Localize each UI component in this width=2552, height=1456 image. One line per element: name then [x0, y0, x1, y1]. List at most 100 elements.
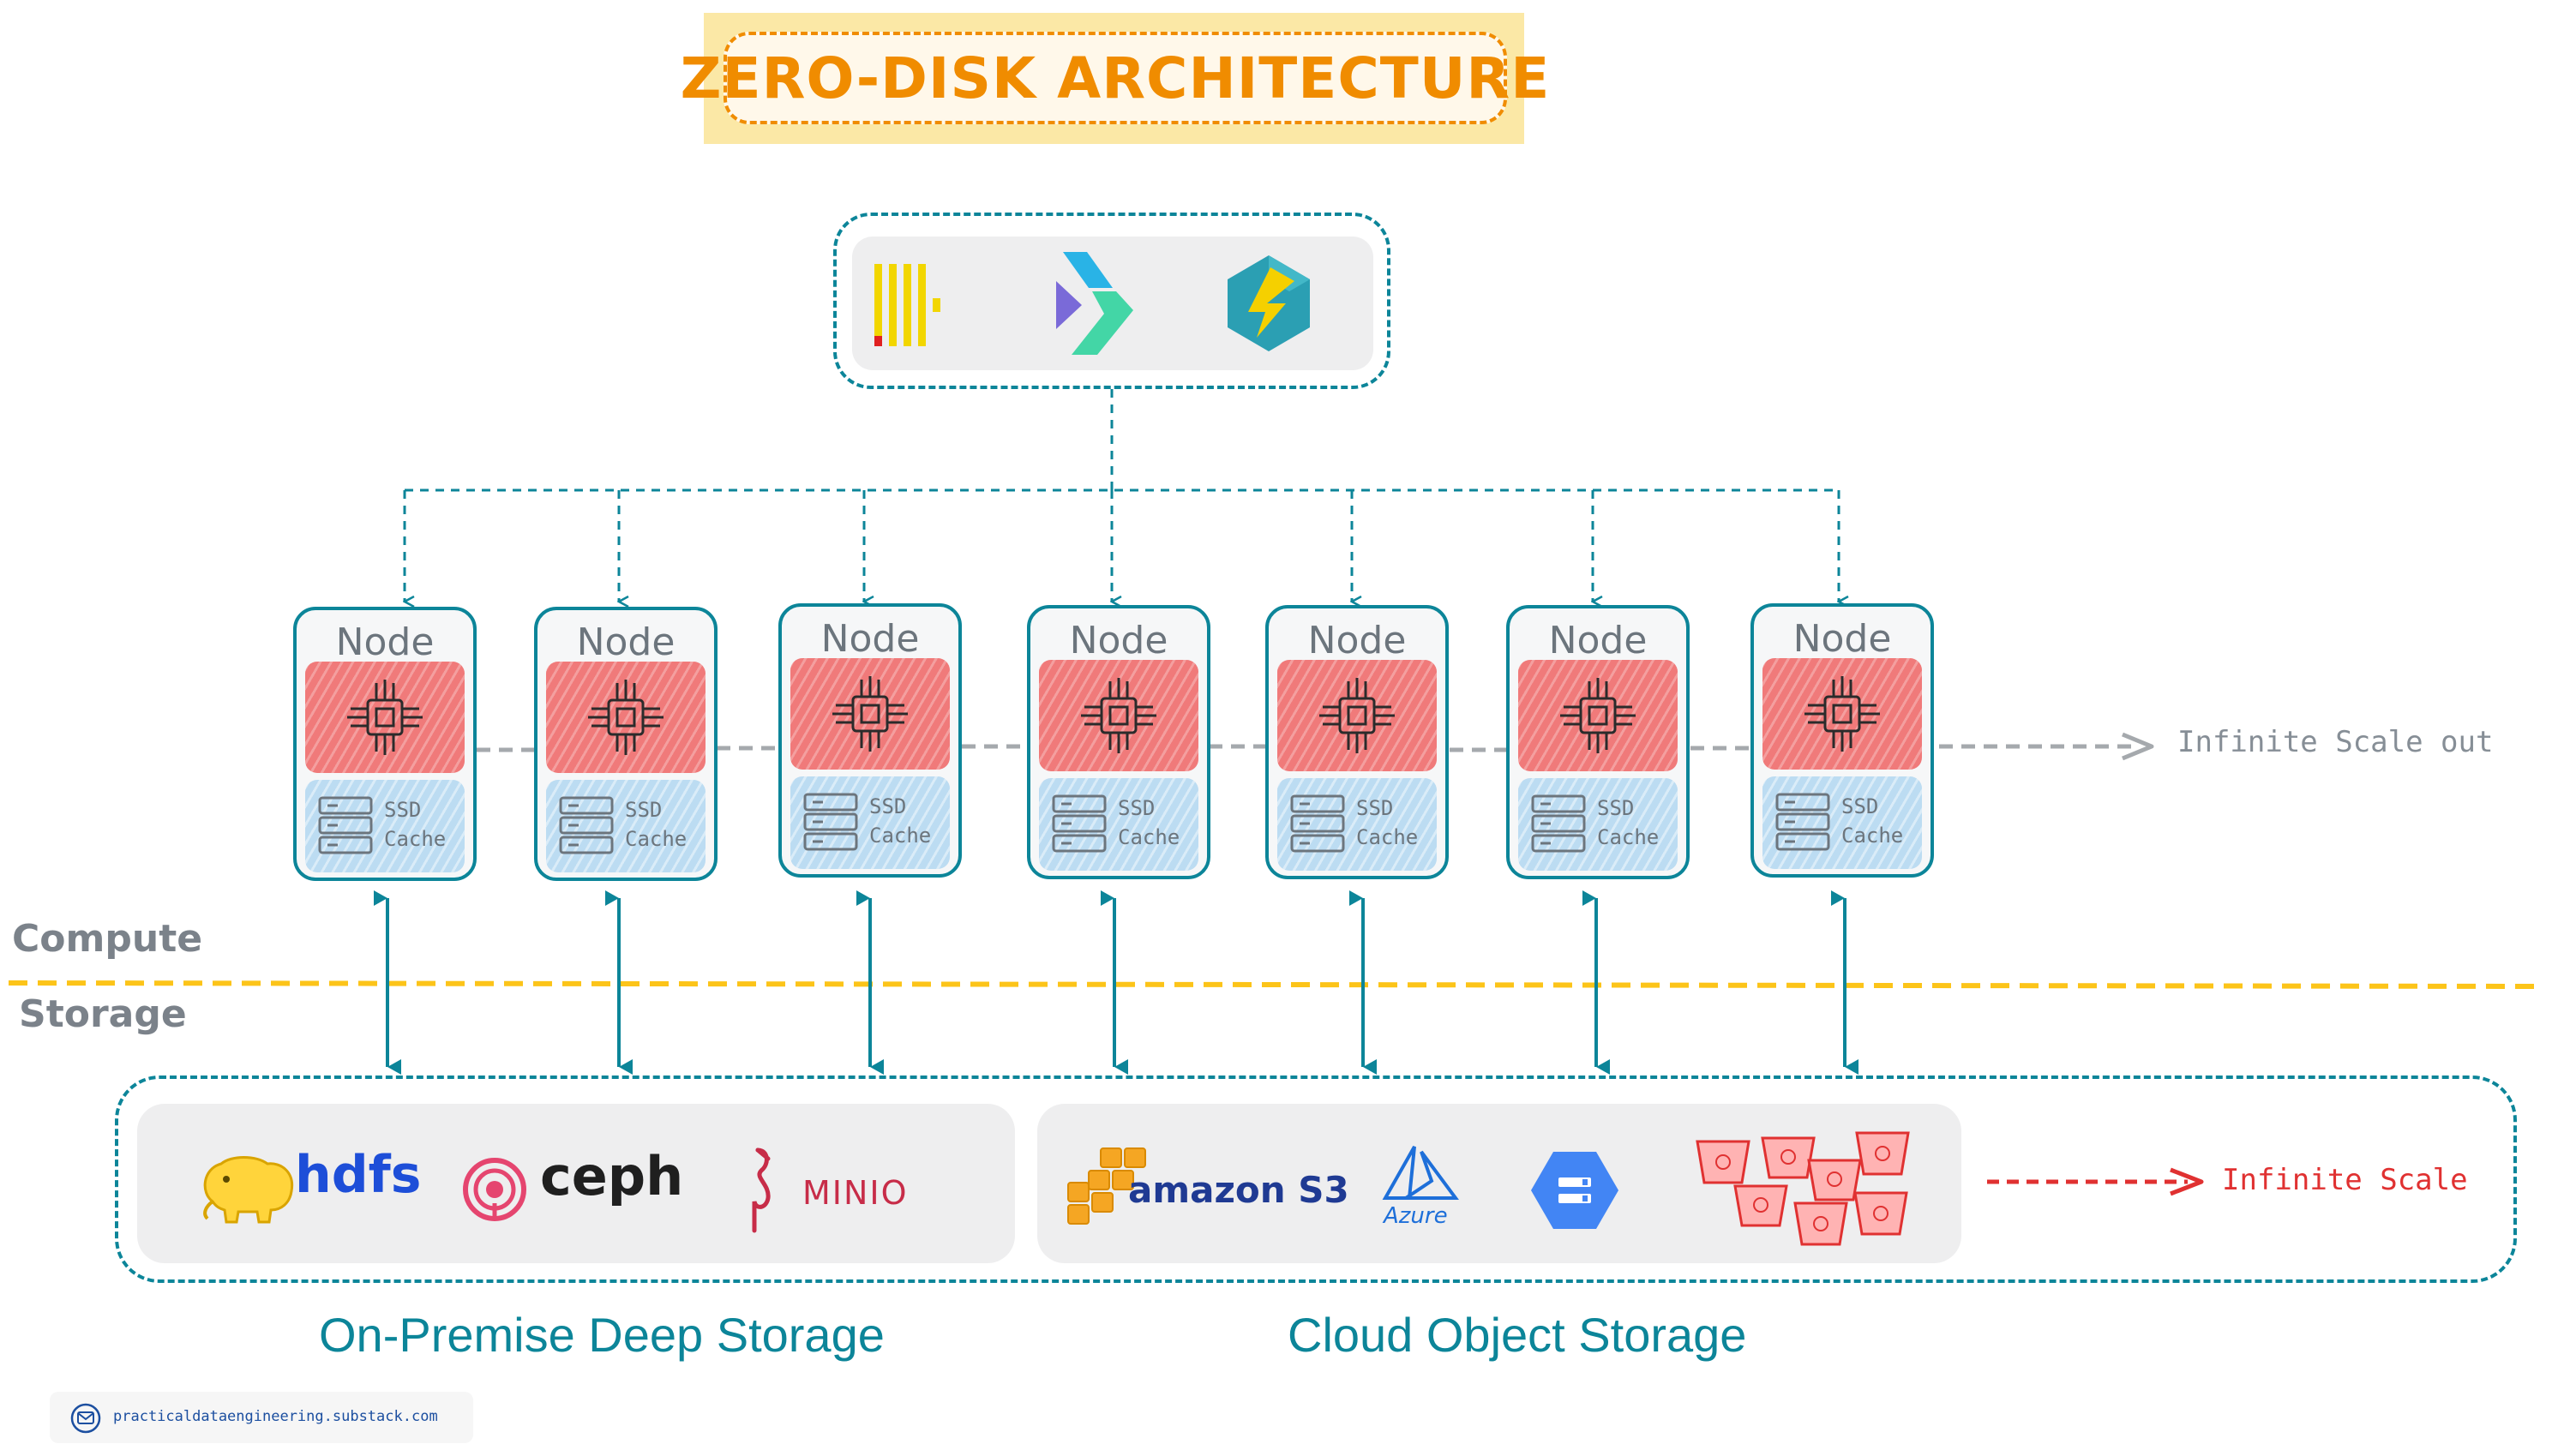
clickhouse-icon [874, 264, 940, 346]
buckets-cluster-icon [1696, 1131, 1910, 1246]
node-storage-arrows [374, 890, 1858, 1075]
google-cloud-storage-icon [1531, 1152, 1618, 1229]
compute-layer-label: Compute [12, 917, 203, 961]
minio-logo-text: MINIO [802, 1174, 909, 1212]
cpu-chip-icon [347, 680, 423, 755]
cpu-chip-icon [832, 676, 908, 752]
page-title: ZERO-DISK ARCHITECTURE [680, 45, 1551, 111]
node-label: Node [1548, 619, 1648, 662]
server-stack-icon [1775, 793, 1830, 851]
server-stack-icon [1290, 794, 1345, 853]
infinite-scale-arrow [1987, 1167, 2204, 1196]
infinite-scale-out-label: Infinite Scale out [2177, 725, 2494, 759]
cache-label: Cache [1356, 825, 1419, 849]
node-label: Node [576, 620, 676, 664]
ssd-cache-block: SSD Cache [1518, 778, 1678, 871]
ssd-cache-block: SSD Cache [1039, 778, 1198, 871]
ssd-cache-block: SSD Cache [1762, 776, 1922, 869]
cpu-block [1039, 660, 1198, 771]
ssd-label: SSD [625, 798, 663, 822]
cpu-block [1277, 660, 1437, 771]
storage-layer-label: Storage [19, 992, 187, 1036]
title-banner: ZERO-DISK ARCHITECTURE [681, 13, 1549, 144]
server-stack-icon [803, 793, 858, 851]
cpu-block [790, 658, 950, 770]
cache-label: Cache [625, 827, 688, 851]
azure-icon [1382, 1146, 1459, 1200]
ssd-cache-text: SSD Cache [1118, 794, 1180, 852]
node-label: Node [1307, 619, 1407, 662]
node-label: Node [1792, 617, 1892, 661]
cache-label: Cache [1597, 825, 1660, 849]
amazon-s3-logo-text: amazon S3 [1128, 1169, 1349, 1211]
storage-group [115, 1076, 2517, 1283]
server-stack-icon [1531, 794, 1586, 853]
node-label: Node [820, 617, 920, 661]
ssd-cache-block: SSD Cache [305, 780, 465, 872]
cache-label: Cache [384, 827, 447, 851]
hdfs-logo-text: hdfs [295, 1145, 422, 1205]
cpu-block [1518, 660, 1678, 771]
ssd-cache-block: SSD Cache [546, 780, 706, 872]
cpu-block [305, 662, 465, 773]
minio-flamingo-icon [752, 1147, 771, 1233]
infinite-scale-label: Infinite Scale [2222, 1163, 2468, 1197]
title-frame: ZERO-DISK ARCHITECTURE [681, 32, 1549, 124]
ssd-cache-text: SSD Cache [1841, 792, 1903, 850]
cpu-chip-icon [1560, 678, 1636, 753]
cpu-chip-icon [588, 680, 664, 755]
cpu-chip-icon [1804, 676, 1880, 752]
hdfs-elephant-icon [203, 1156, 294, 1224]
ceph-logo-text: ceph [540, 1145, 684, 1207]
query-engines-group [833, 213, 1390, 389]
server-stack-icon [1052, 794, 1107, 853]
server-stack-icon [559, 796, 614, 854]
cache-label: Cache [1118, 825, 1180, 849]
footer: practicaldataengineering.substack.com [50, 1392, 473, 1443]
ssd-cache-block: SSD Cache [790, 776, 950, 869]
ssd-label: SSD [1356, 796, 1394, 820]
compute-storage-divider [8, 980, 2545, 989]
ssd-label: SSD [869, 794, 907, 818]
bus-drops [405, 490, 1839, 602]
aws-cubes-icon [1067, 1147, 1146, 1225]
ssd-cache-text: SSD Cache [1597, 794, 1659, 852]
ssd-label: SSD [1841, 794, 1879, 818]
hexagon-engine-icon [1228, 255, 1310, 351]
query-engines-panel [852, 237, 1373, 370]
engine-bus [405, 389, 1839, 492]
ssd-cache-text: SSD Cache [1356, 794, 1418, 852]
ceph-icon [463, 1158, 526, 1221]
cpu-chip-icon [1319, 678, 1395, 753]
mail-icon[interactable] [70, 1403, 101, 1434]
ssd-cache-block: SSD Cache [1277, 778, 1437, 871]
ssd-cache-text: SSD Cache [625, 795, 687, 854]
on-premise-storage-label: On-Premise Deep Storage [319, 1308, 885, 1362]
ssd-cache-text: SSD Cache [869, 792, 931, 850]
server-stack-icon [318, 796, 373, 854]
cloud-storage-label: Cloud Object Storage [1288, 1308, 1747, 1362]
node-label: Node [335, 620, 435, 664]
streaming-engine-icon [1056, 252, 1133, 355]
ssd-label: SSD [384, 798, 422, 822]
cpu-block [1762, 658, 1922, 770]
node-interconnect [477, 732, 2154, 761]
cpu-chip-icon [1081, 678, 1156, 753]
cache-label: Cache [869, 824, 932, 848]
azure-logo-text: Azure [1384, 1203, 1448, 1229]
cache-label: Cache [1841, 824, 1904, 848]
footer-link[interactable]: practicaldataengineering.substack.com [113, 1408, 438, 1425]
ssd-label: SSD [1597, 796, 1635, 820]
ssd-cache-text: SSD Cache [384, 795, 446, 854]
ssd-label: SSD [1118, 796, 1156, 820]
cpu-block [546, 662, 706, 773]
node-label: Node [1069, 619, 1168, 662]
